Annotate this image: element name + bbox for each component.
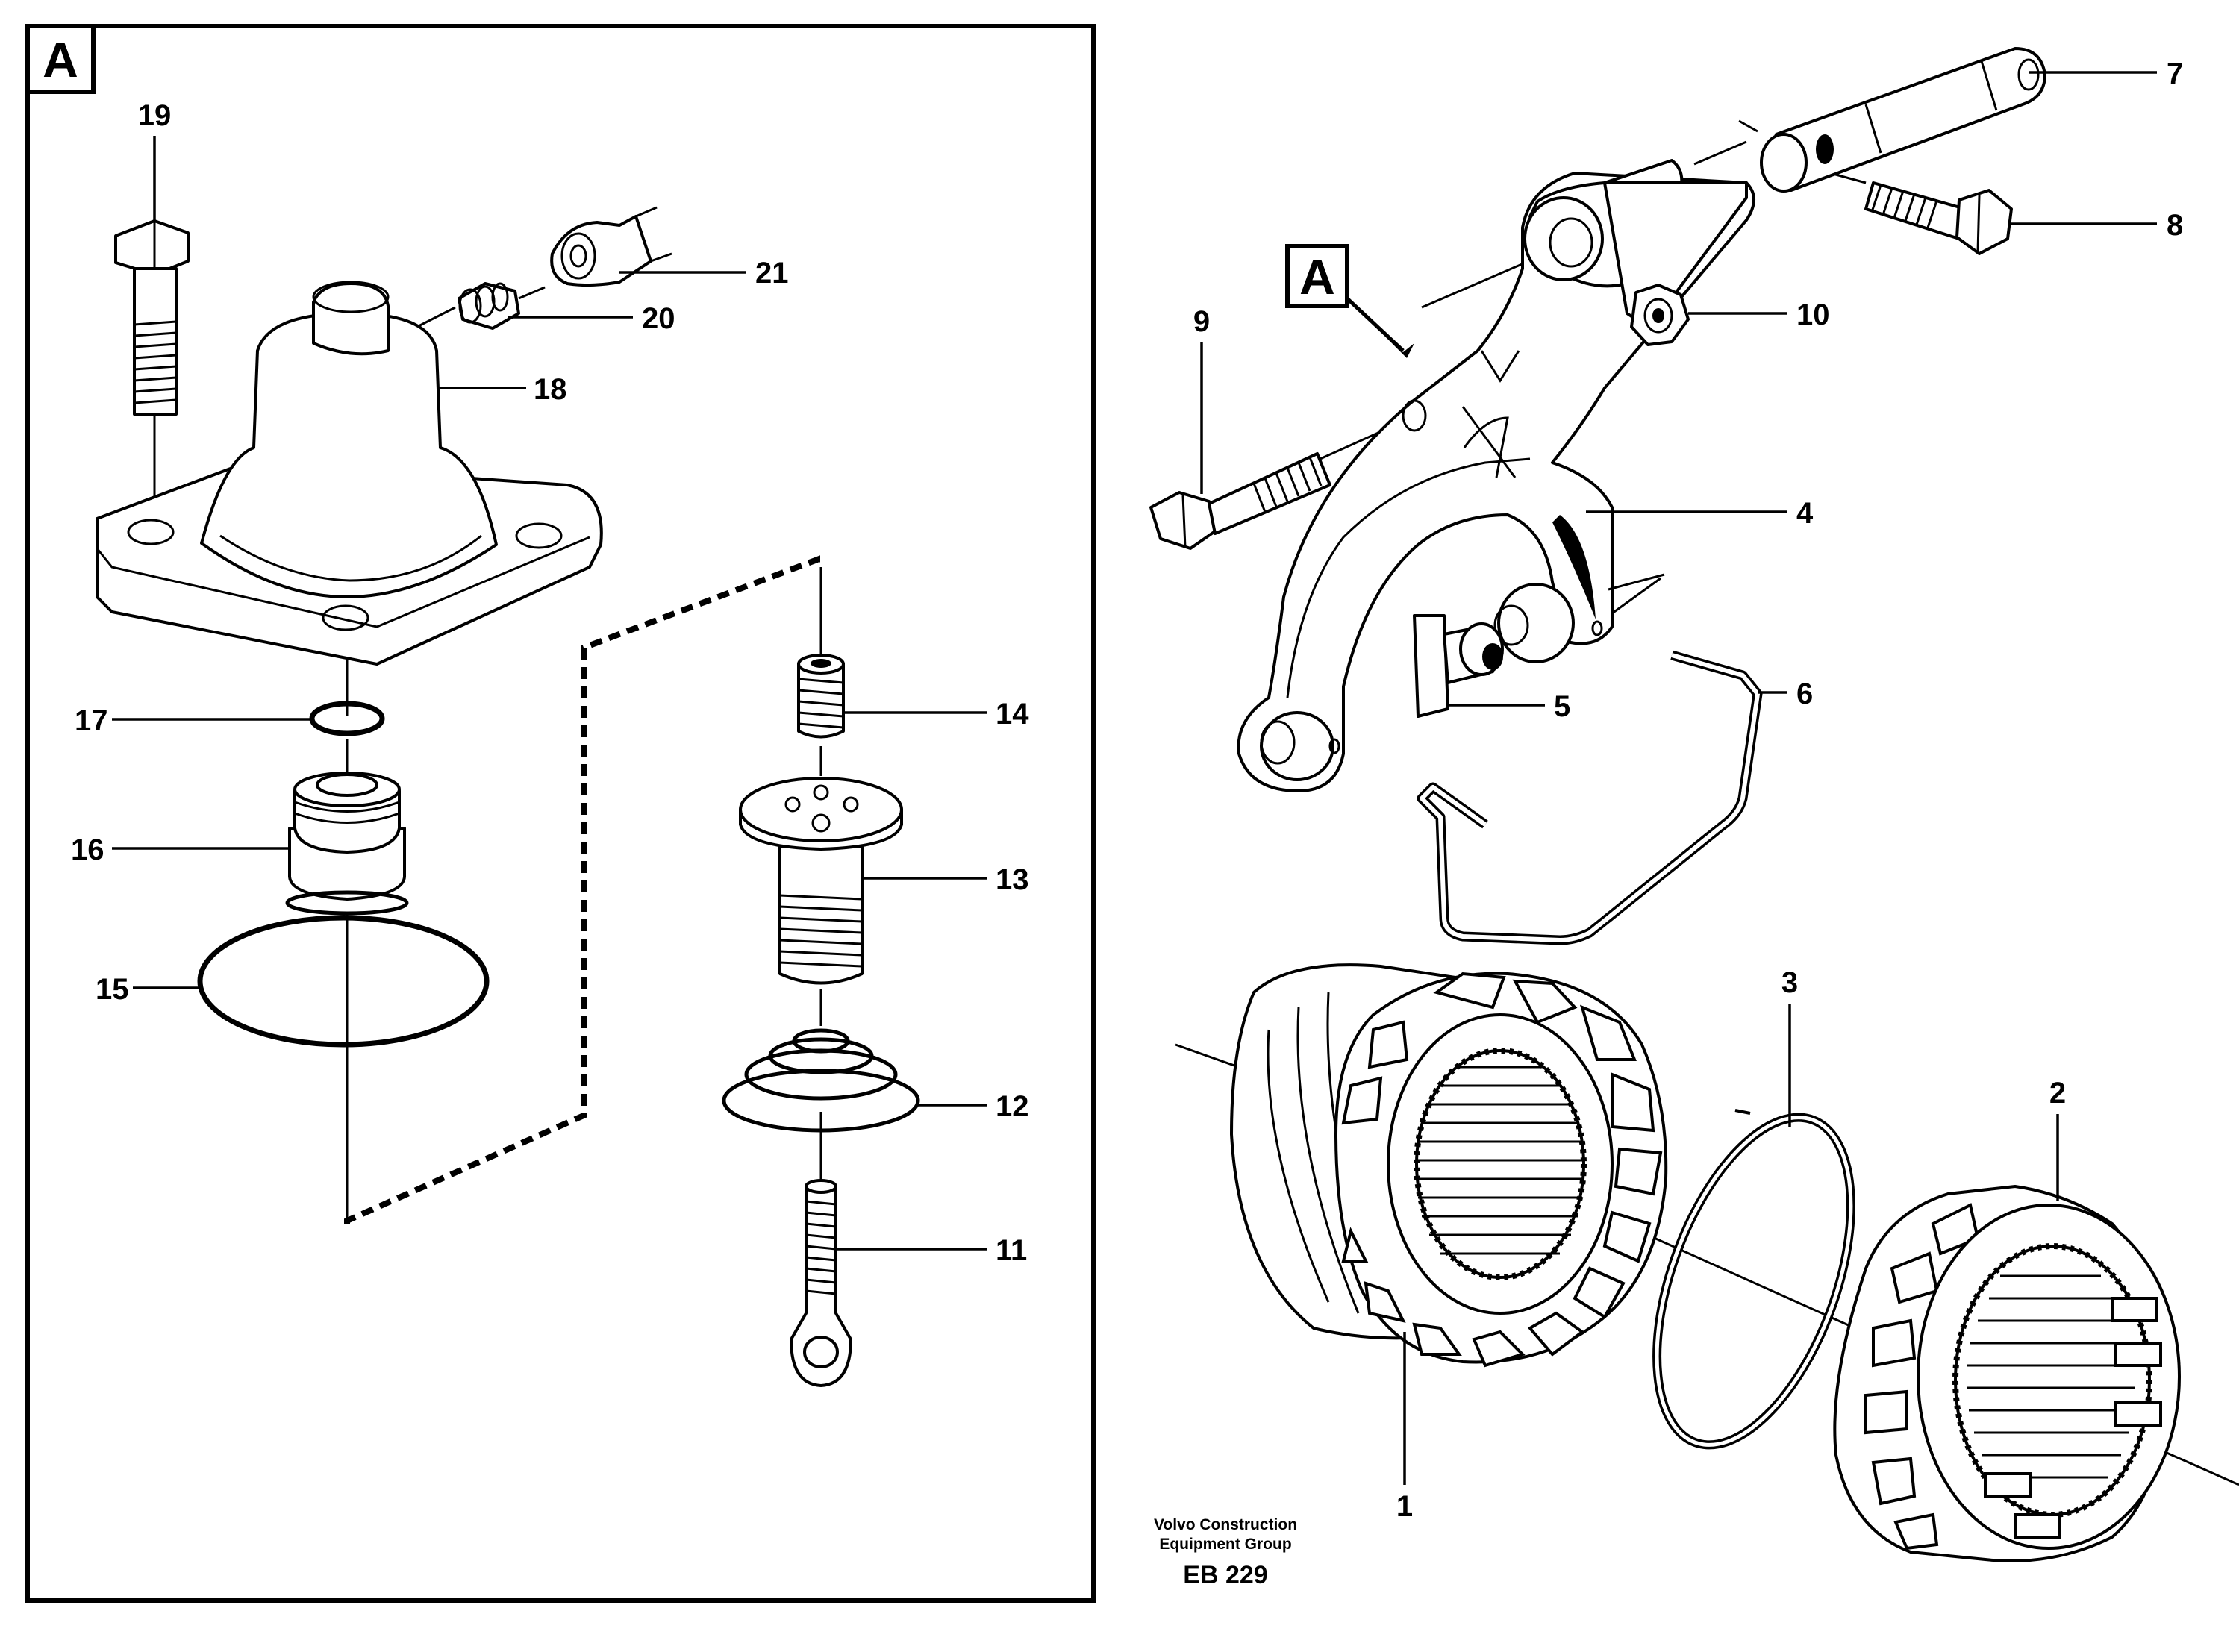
callout-5: 5	[1448, 690, 1570, 723]
part-19-bolt	[114, 219, 190, 416]
detail-a-label: A	[43, 32, 78, 87]
part-1-synchro-hub	[1230, 963, 1668, 1368]
part-13-flange-screw	[739, 777, 903, 985]
part-3-snap-ring	[1652, 1109, 1855, 1450]
axis-line-hub	[1175, 1043, 1243, 1070]
part-2-sliding-sleeve	[1833, 1185, 2181, 1562]
svg-text:14: 14	[996, 698, 1029, 730]
svg-text:19: 19	[138, 99, 172, 132]
svg-text:9: 9	[1193, 305, 1210, 338]
svg-text:18: 18	[534, 373, 567, 406]
callout-8: 8	[2011, 209, 2183, 242]
detail-a-panel: A	[25, 24, 1096, 1603]
detail-a-label-box	[25, 24, 96, 94]
drawing-code: EB 229	[1183, 1561, 1267, 1589]
svg-text:5: 5	[1554, 690, 1570, 723]
svg-text:1: 1	[1396, 1490, 1413, 1523]
callout-21: 21	[619, 257, 789, 290]
part-12-conical-spring	[722, 1028, 920, 1133]
svg-text:15: 15	[96, 973, 129, 1006]
axis-line-4-7	[1421, 256, 1538, 309]
callout-17: 17	[75, 704, 312, 737]
part-15-large-o-ring	[197, 915, 490, 1048]
svg-text:16: 16	[71, 833, 104, 866]
part-8-bolt	[1864, 181, 2013, 255]
axis-line-7-top	[1738, 119, 1758, 133]
svg-text:4: 4	[1796, 497, 1814, 530]
axis-line-6	[1611, 577, 1661, 615]
detail-a-frame	[25, 24, 1096, 1603]
callout-19: 19	[138, 99, 172, 221]
svg-text:A: A	[1299, 249, 1335, 304]
part-20-fitting	[458, 282, 546, 330]
svg-text:8: 8	[2167, 209, 2183, 242]
callout-14: 14	[843, 698, 1029, 730]
callout-6: 6	[1758, 678, 1813, 710]
part-21-hose-nut	[550, 206, 672, 287]
publisher-line-1: Volvo Construction	[1154, 1516, 1297, 1533]
synchroniser-assembly: 1 3 2	[1175, 963, 2239, 1562]
callout-4: 4	[1586, 497, 1814, 530]
callout-9: 9	[1193, 305, 1210, 494]
part-18-housing	[96, 281, 603, 666]
callout-16: 16	[71, 833, 291, 866]
axis-line-fork-rod	[1693, 140, 1747, 166]
callout-11: 11	[836, 1234, 1027, 1267]
callout-18: 18	[439, 373, 567, 406]
callout-1: 1	[1396, 1332, 1413, 1523]
part-16-valve-seat	[285, 772, 409, 916]
shift-fork-assembly: A 7 8 9 10 4 5 6	[1149, 47, 2183, 945]
callout-12: 12	[918, 1090, 1029, 1123]
svg-text:21: 21	[755, 257, 789, 290]
part-5-pad	[1413, 614, 1504, 718]
svg-text:2: 2	[2049, 1077, 2066, 1110]
callout-15: 15	[96, 973, 202, 1006]
svg-text:12: 12	[996, 1090, 1029, 1123]
svg-text:20: 20	[642, 302, 675, 335]
svg-text:17: 17	[75, 704, 108, 737]
svg-text:7: 7	[2167, 57, 2183, 90]
part-14-set-screw	[797, 654, 845, 739]
publisher-line-2: Equipment Group	[1159, 1536, 1291, 1553]
callout-20: 20	[508, 302, 675, 335]
callout-7: 7	[2029, 57, 2183, 90]
svg-text:13: 13	[996, 863, 1029, 896]
svg-text:11: 11	[996, 1234, 1027, 1267]
publisher-block: Volvo Construction Equipment Group EB 22…	[1154, 1516, 1297, 1589]
callout-2: 2	[2049, 1077, 2066, 1201]
part-10-nut	[1630, 284, 1690, 346]
svg-text:10: 10	[1796, 298, 1830, 331]
dashed-connection-line	[344, 555, 820, 1224]
part-6-wire-clip	[1417, 650, 1763, 945]
callout-13: 13	[862, 863, 1029, 896]
callout-3: 3	[1781, 966, 1798, 1127]
part-9-bolt	[1149, 452, 1331, 550]
part-4-shift-fork	[1237, 159, 1755, 792]
callout-10: 10	[1688, 298, 1830, 331]
part-7-shift-rod	[1760, 47, 2046, 193]
part-11-eye-bolt	[790, 1179, 852, 1387]
svg-text:6: 6	[1796, 678, 1813, 710]
svg-text:3: 3	[1781, 966, 1798, 999]
callout-a-main: A	[1285, 244, 1414, 358]
